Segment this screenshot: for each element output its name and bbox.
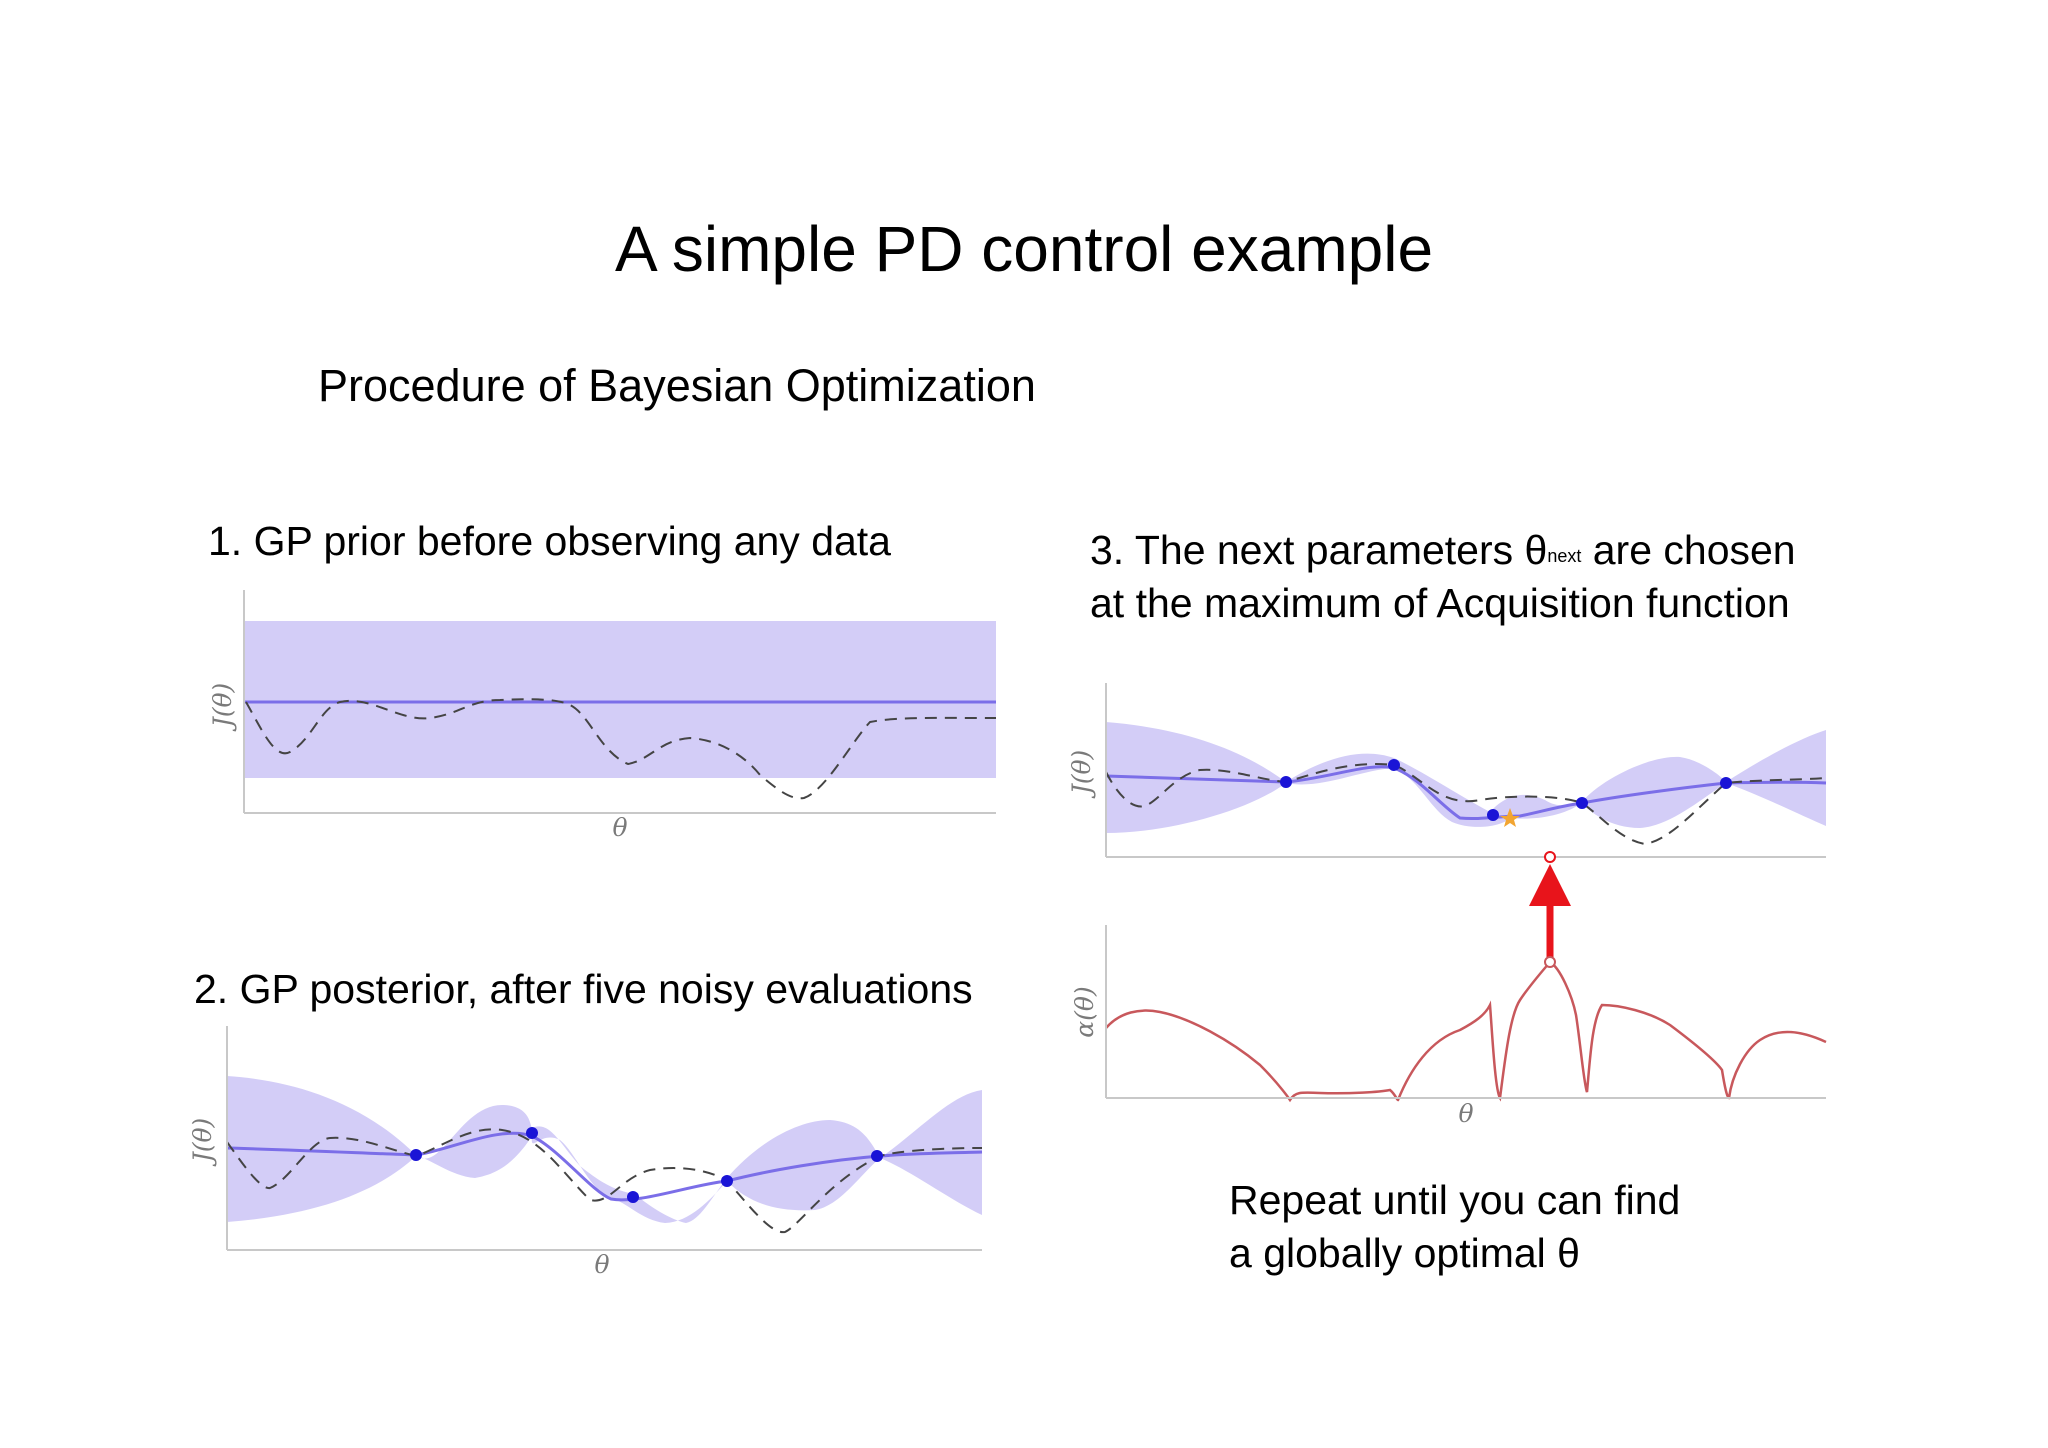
posterior-observation-point (526, 1127, 538, 1139)
step-3-caption-line-2: at the maximum of Acquisition function (1090, 580, 1790, 626)
prior-x-label: θ (612, 813, 627, 842)
posterior-x-label: θ (594, 1250, 609, 1279)
posterior-y-label: J(θ) (188, 1118, 217, 1168)
acquisition-maximum-marker (1544, 956, 1556, 968)
acquisition-plot: α(θ) θ (1070, 925, 1827, 1128)
repeat-caption-line-1: Repeat until you can find (1229, 1177, 1681, 1223)
acquisition-curve (1105, 960, 1827, 1103)
posterior-observation-point (721, 1175, 733, 1187)
posterior-true-function (226, 1128, 983, 1234)
posterior-observation-point (627, 1191, 639, 1203)
next-candidate-marker (1544, 851, 1556, 863)
step-3-subscript: next (1547, 546, 1582, 566)
posterior-uncertainty-band (227, 1076, 982, 1223)
next-uncertainty-band (1106, 722, 1826, 833)
next-observation-point (1487, 809, 1499, 821)
next-y-label: J(θ) (1067, 750, 1096, 800)
gp-posterior-plot: J(θ) θ (188, 1026, 983, 1279)
step-1-caption: 1. GP prior before observing any data (208, 518, 891, 564)
next-sample-star-icon (1500, 808, 1520, 827)
slide-subtitle: Procedure of Bayesian Optimization (318, 360, 1036, 411)
next-true-function (1105, 763, 1827, 846)
posterior-observation-point (871, 1150, 883, 1162)
repeat-caption-line-2: a globally optimal θ (1229, 1230, 1580, 1276)
next-observation-point (1388, 759, 1400, 771)
step-3-text-before: 3. The next parameters θ (1090, 527, 1548, 573)
gp-prior-plot: J(θ) θ (208, 590, 997, 842)
next-observation-point (1280, 776, 1292, 788)
gp-next-point-plot: J(θ) (1067, 683, 1827, 863)
prior-true-function (245, 698, 997, 800)
acquisition-x-label: θ (1458, 1099, 1473, 1128)
prior-uncertainty-band (244, 621, 996, 778)
slide-title: A simple PD control example (614, 213, 1434, 285)
posterior-observation-point (410, 1149, 422, 1161)
step-3-caption-line-1: 3. The next parameters θnext are chosen (1090, 523, 1796, 585)
prior-y-label: J(θ) (208, 683, 237, 733)
next-observation-point (1720, 777, 1732, 789)
next-observation-point (1576, 797, 1588, 809)
step-3-text-after: are chosen (1581, 527, 1796, 573)
step-2-caption: 2. GP posterior, after five noisy evalua… (194, 966, 973, 1012)
acquisition-y-label: α(θ) (1070, 986, 1099, 1037)
